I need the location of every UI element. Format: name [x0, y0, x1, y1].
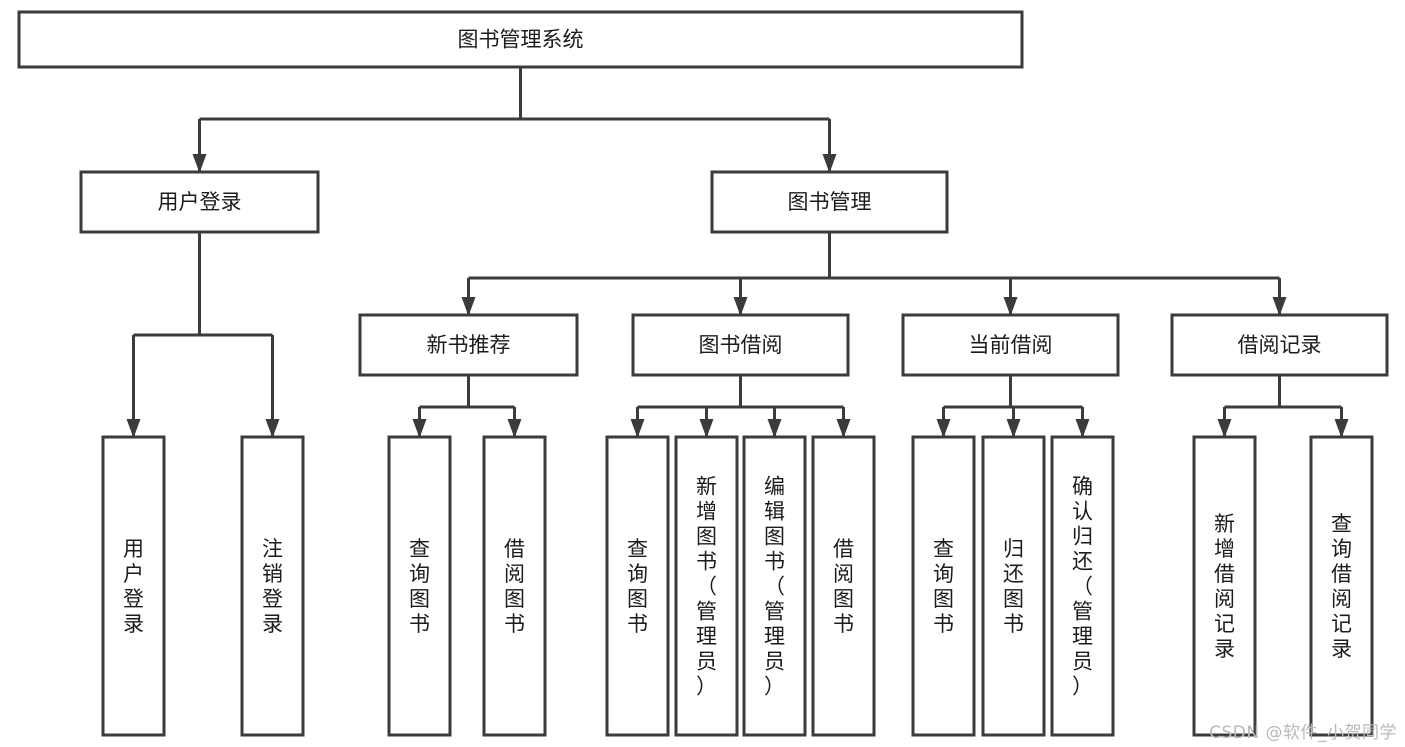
node-layer: 用户登录图书管理新书推荐图书借阅当前借阅借阅记录用户登录注销登录查询图书借阅图书… [17, 10, 1389, 737]
arrow-head-icon [1003, 297, 1018, 316]
node-box [1170, 313, 1389, 377]
leaf-node-用户登录[interactable]: 用户登录 [101, 435, 166, 737]
node-box [387, 435, 452, 737]
node-label: 新书推荐 [427, 333, 511, 357]
node-label: 查询图书 [627, 537, 648, 636]
arrow-head-icon [1075, 419, 1090, 438]
node-label: 查询借阅记录 [1331, 512, 1352, 661]
arrow-head-icon [822, 154, 837, 173]
node-label: 注销登录 [262, 537, 283, 636]
node-box [605, 435, 670, 737]
node-box [981, 435, 1046, 737]
node-label: 编辑图书（管理员） [764, 475, 785, 699]
arrow-head-icon [936, 419, 951, 438]
leaf-node-查询借阅记录[interactable]: 查询借阅记录 [1309, 435, 1374, 737]
node-box [240, 435, 305, 737]
leaf-node-查询图书[interactable]: 查询图书 [605, 435, 670, 737]
node-box [17, 10, 1024, 69]
node-label: 图书管理 [788, 190, 872, 214]
node-label: 新增图书（管理员） [696, 475, 717, 699]
node-label: 当前借阅 [969, 333, 1053, 357]
arrow-head-icon [836, 419, 851, 438]
arrow-head-icon [630, 419, 645, 438]
csdn-watermark: CSDN @软件_小贺同学 [1209, 723, 1397, 743]
arrow-head-icon [461, 297, 476, 316]
leaf-node-编辑图书管理员[interactable]: 编辑图书（管理员） [742, 435, 807, 737]
level2-node-新书推荐[interactable]: 新书推荐 [358, 313, 579, 377]
arrow-head-icon [1006, 419, 1021, 438]
leaf-node-归还图书[interactable]: 归还图书 [981, 435, 1046, 737]
leaf-node-查询图书[interactable]: 查询图书 [911, 435, 976, 737]
arrow-head-icon [192, 154, 207, 173]
arrow-head-icon [265, 419, 280, 438]
leaf-node-查询图书[interactable]: 查询图书 [387, 435, 452, 737]
leaf-node-新增图书管理员[interactable]: 新增图书（管理员） [674, 435, 739, 737]
arrow-head-icon [699, 419, 714, 438]
arrow-head-icon [412, 419, 427, 438]
connector-layer [126, 67, 1349, 438]
node-box [631, 313, 850, 377]
node-label: 用户登录 [158, 190, 242, 214]
node-label: 归还图书 [1003, 537, 1024, 636]
node-box [1309, 435, 1374, 737]
node-label: 借阅记录 [1238, 333, 1322, 357]
node-label: 图书管理系统 [458, 28, 584, 52]
node-box [101, 435, 166, 737]
leaf-node-注销登录[interactable]: 注销登录 [240, 435, 305, 737]
level1-node-图书管理[interactable]: 图书管理 [710, 170, 949, 234]
node-box [811, 435, 876, 737]
node-label: 查询图书 [409, 537, 430, 636]
level2-node-当前借阅[interactable]: 当前借阅 [901, 313, 1120, 377]
leaf-node-新增借阅记录[interactable]: 新增借阅记录 [1192, 435, 1257, 737]
node-box [358, 313, 579, 377]
node-label: 确认归还（管理员） [1072, 475, 1093, 699]
node-box [742, 435, 807, 737]
root-node-图书管理系统[interactable]: 图书管理系统 [17, 10, 1024, 69]
node-label: 新增借阅记录 [1214, 512, 1235, 661]
arrow-head-icon [1334, 419, 1349, 438]
arrow-head-icon [1217, 419, 1232, 438]
node-label: 用户登录 [123, 537, 144, 636]
arrow-head-icon [767, 419, 782, 438]
node-label: 借阅图书 [833, 537, 854, 636]
node-box [79, 170, 320, 234]
level2-node-图书借阅[interactable]: 图书借阅 [631, 313, 850, 377]
level2-node-借阅记录[interactable]: 借阅记录 [1170, 313, 1389, 377]
leaf-node-借阅图书[interactable]: 借阅图书 [811, 435, 876, 737]
node-box [674, 435, 739, 737]
node-label: 借阅图书 [504, 537, 525, 636]
arrow-head-icon [733, 297, 748, 316]
arrow-head-icon [126, 419, 141, 438]
node-box [482, 435, 547, 737]
node-box [710, 170, 949, 234]
node-label: 图书借阅 [699, 333, 783, 357]
node-box [1050, 435, 1115, 737]
arrow-head-icon [1272, 297, 1287, 316]
node-label: 查询图书 [933, 537, 954, 636]
leaf-node-借阅图书[interactable]: 借阅图书 [482, 435, 547, 737]
node-box [901, 313, 1120, 377]
node-box [911, 435, 976, 737]
level1-node-用户登录[interactable]: 用户登录 [79, 170, 320, 234]
leaf-node-确认归还管理员[interactable]: 确认归还（管理员） [1050, 435, 1115, 737]
node-box [1192, 435, 1257, 737]
arrow-head-icon [507, 419, 522, 438]
